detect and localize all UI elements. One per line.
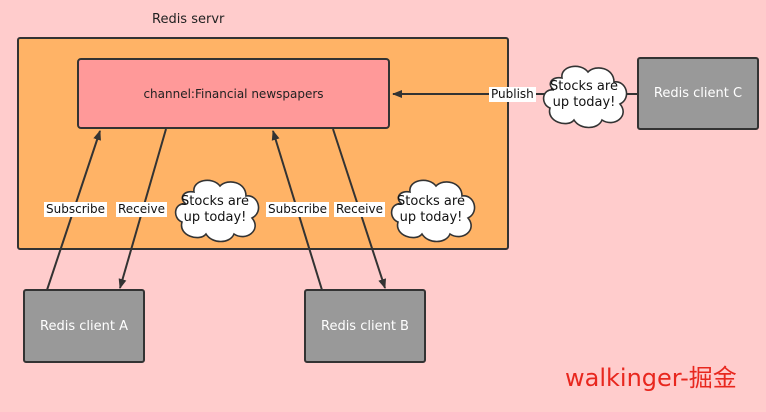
watermark: walkinger-掘金	[565, 364, 737, 392]
cloud-publish-line-1: Stocks are	[550, 79, 618, 94]
redis-client-b: Redis client B	[304, 289, 426, 363]
publish-c-label: Publish	[489, 87, 536, 102]
channel-label: channel:Financial newspapers	[143, 86, 324, 101]
subscribe-b-label: Subscribe	[266, 202, 329, 217]
redis-client-a-label: Redis client A	[40, 318, 128, 334]
cloud-receive-a-line-2: up today!	[183, 210, 247, 225]
cloud-receive-a-line-1: Stocks are	[181, 194, 249, 209]
cloud-receive-a	[174, 179, 260, 243]
redis-client-c-label: Redis client C	[653, 86, 743, 101]
receive-a-label: Receive	[116, 202, 167, 217]
cloud-receive-b-line-1: Stocks are	[397, 194, 465, 209]
cloud-publish	[542, 65, 628, 129]
cloud-publish-text: Stocks are up today!	[539, 79, 629, 111]
cloud-receive-b-text: Stocks are up today!	[386, 194, 476, 226]
cloud-receive-a-text: Stocks are up today!	[170, 194, 260, 226]
server-title: Redis servr	[152, 12, 225, 27]
subscribe-a-label: Subscribe	[44, 202, 107, 217]
cloud-publish-line-2: up today!	[552, 95, 616, 110]
redis-client-a: Redis client A	[23, 289, 145, 363]
channel-box: channel:Financial newspapers	[77, 58, 390, 129]
redis-client-c: Redis client C	[637, 57, 759, 130]
receive-b-label: Receive	[334, 202, 385, 217]
cloud-receive-b	[390, 179, 476, 243]
cloud-receive-b-line-2: up today!	[399, 210, 463, 225]
redis-client-b-label: Redis client B	[321, 318, 409, 334]
